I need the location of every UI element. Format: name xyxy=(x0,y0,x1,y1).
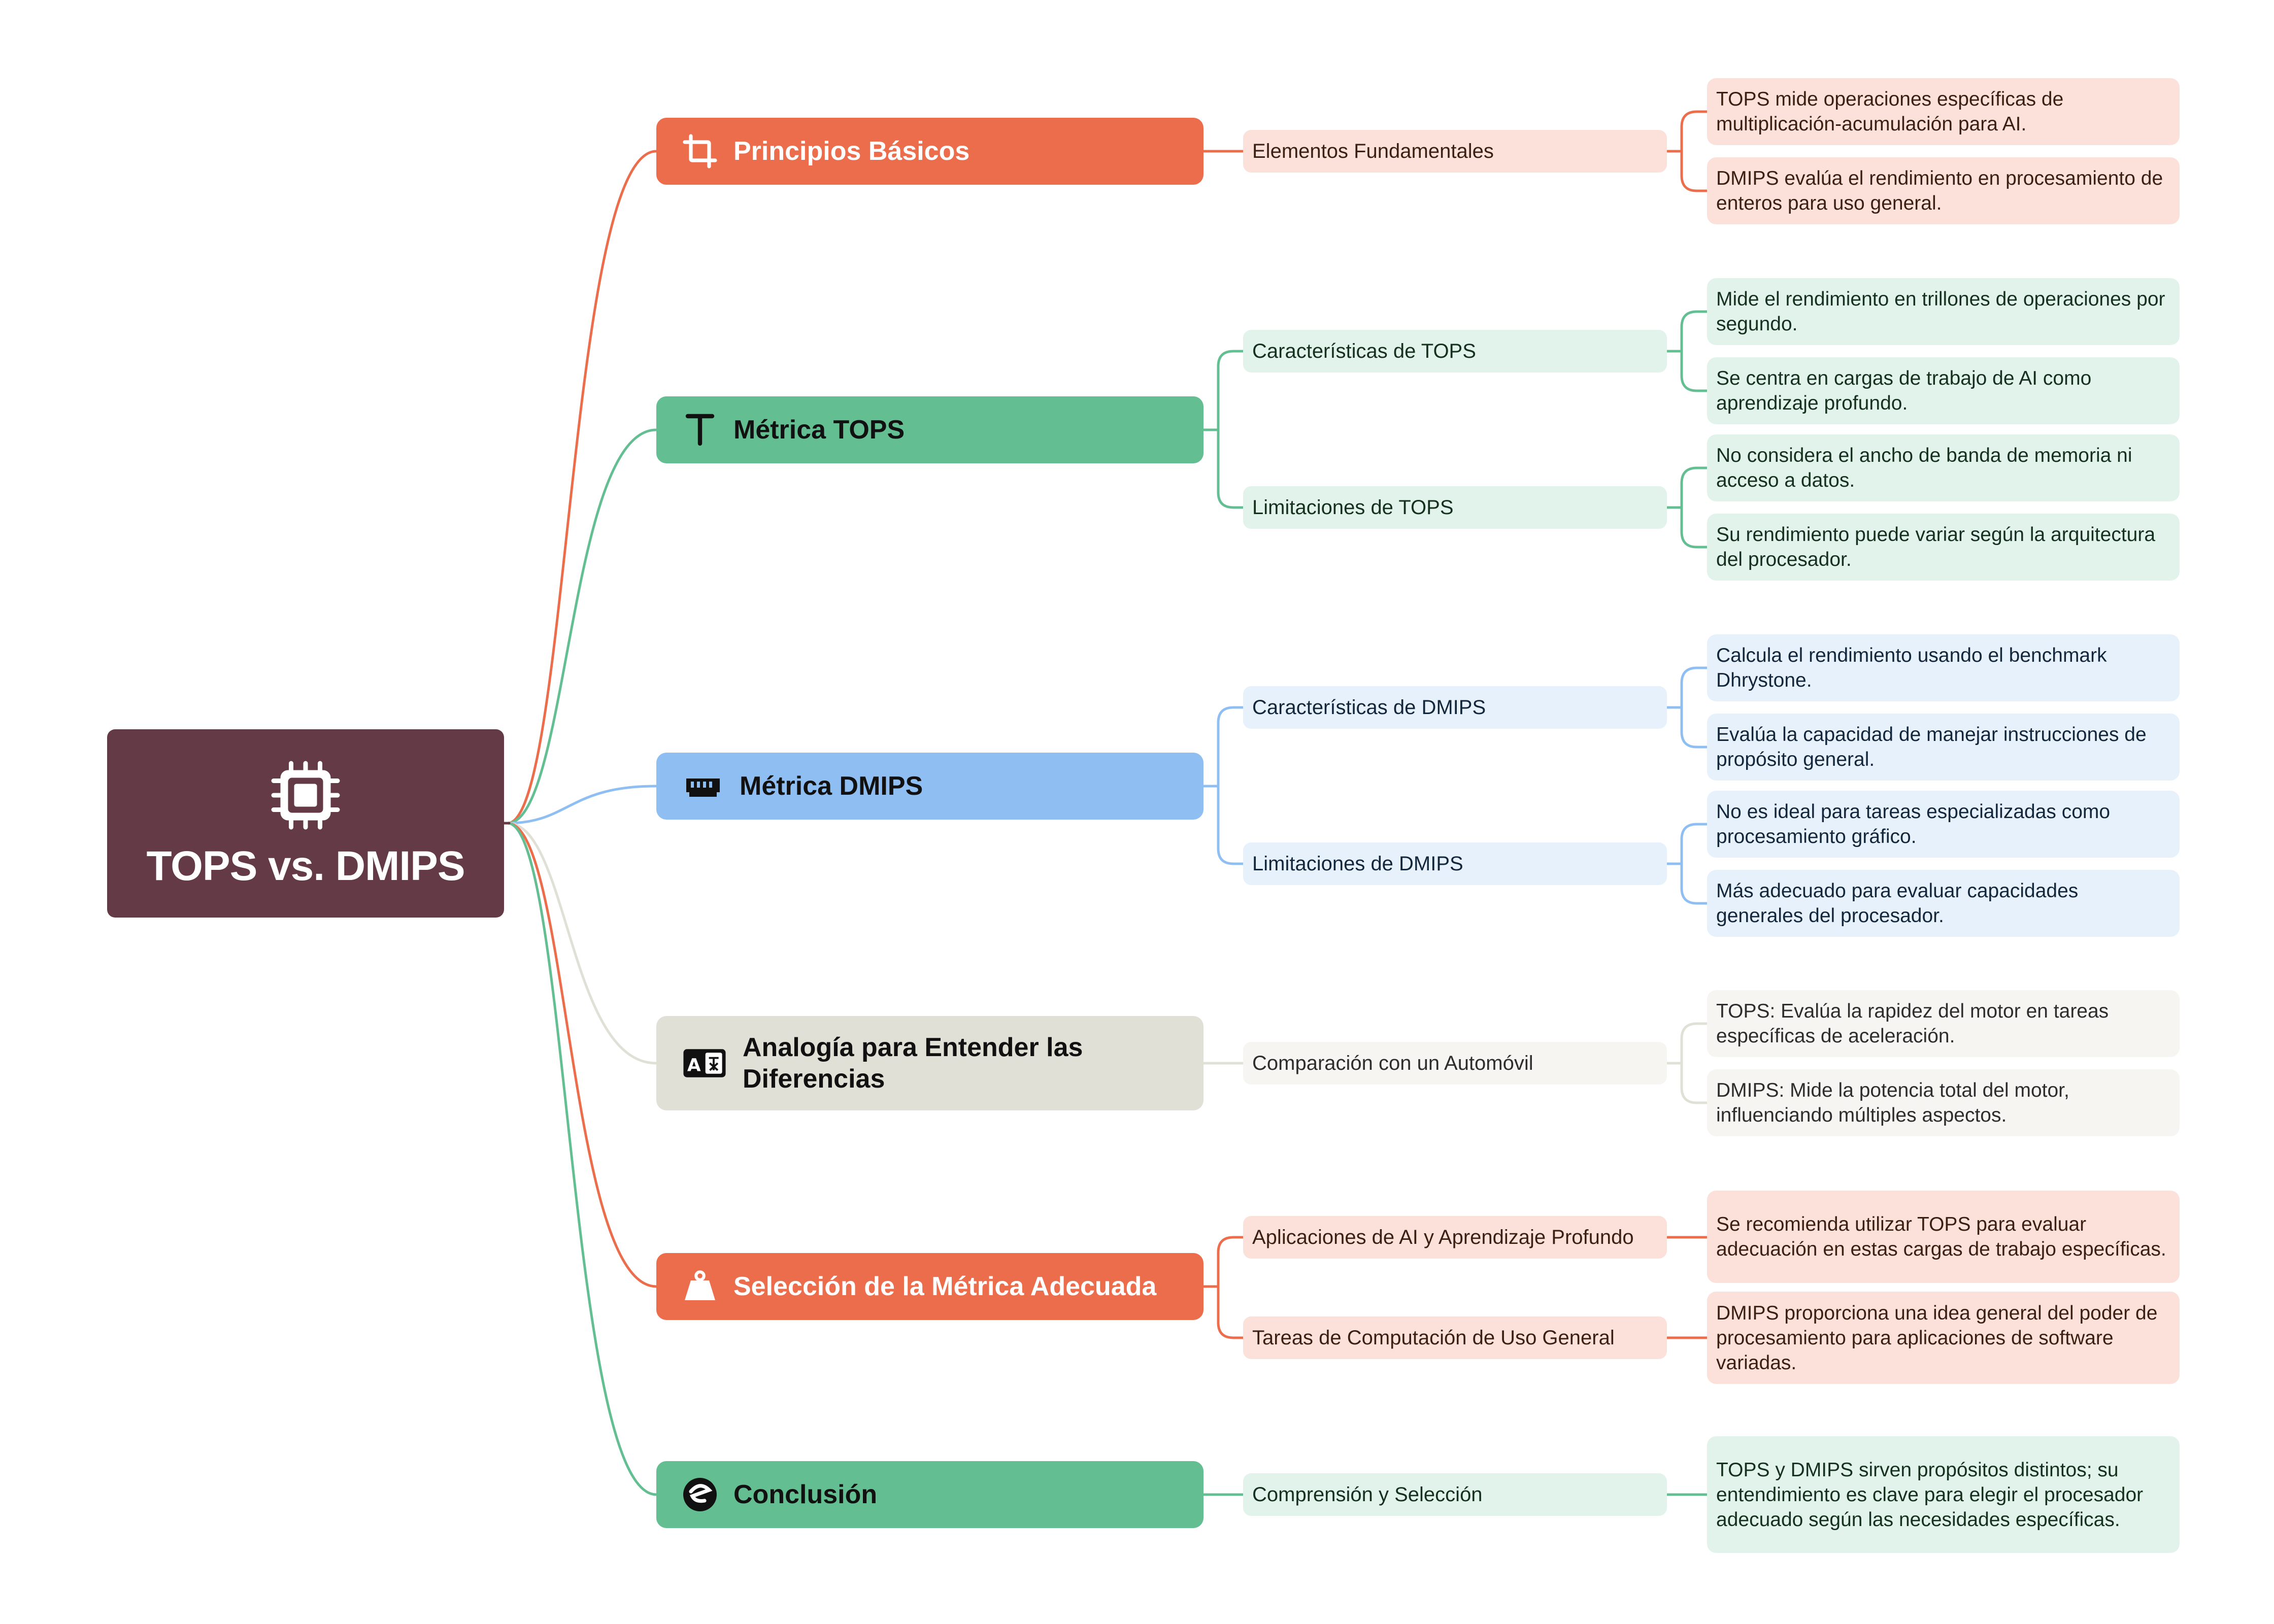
conclusion-icon xyxy=(683,1478,717,1511)
leaf-item[interactable]: Calcula el rendimiento usando el benchma… xyxy=(1707,634,2180,701)
root-node[interactable]: TOPS vs. DMIPS xyxy=(107,729,504,918)
connector-root-dmips xyxy=(506,785,658,825)
connector-root-analogia xyxy=(506,822,658,1065)
connector-root-seleccion xyxy=(506,822,658,1288)
sub-comparacion-automovil[interactable]: Comparación con un Automóvil xyxy=(1243,1042,1667,1085)
sub-label: Comprensión y Selección xyxy=(1252,1483,1483,1506)
leaf-text: TOPS: Evalúa la rapidez del motor en tar… xyxy=(1716,1000,2109,1047)
leaf-text: Se centra en cargas de trabajo de AI com… xyxy=(1716,367,2092,414)
translate-icon: A xyxy=(683,1049,726,1077)
leaf-text: TOPS y DMIPS sirven propósitos distintos… xyxy=(1716,1459,2144,1531)
branch-label: Analogía para Entender las Diferencias xyxy=(743,1033,1083,1094)
leaf-text: Evalúa la capacidad de manejar instrucci… xyxy=(1716,724,2147,770)
root-title: TOPS vs. DMIPS xyxy=(146,842,465,889)
sub-label: Limitaciones de TOPS xyxy=(1252,496,1454,519)
memory-module-icon xyxy=(686,779,720,797)
sub-label: Limitaciones de DMIPS xyxy=(1252,852,1463,875)
branch-label: Métrica TOPS xyxy=(733,415,905,445)
branch-analogia[interactable]: A Analogía para Entender las Diferencias xyxy=(656,1016,1203,1110)
leaf-text: DMIPS: Mide la potencia total del motor,… xyxy=(1716,1079,2069,1126)
sub-comprension-seleccion[interactable]: Comprensión y Selección xyxy=(1243,1473,1667,1516)
sub-label: Aplicaciones de AI y Aprendizaje Profund… xyxy=(1252,1226,1634,1248)
leaf-item[interactable]: Su rendimiento puede variar según la arq… xyxy=(1707,514,2180,581)
leaf-text: No es ideal para tareas especializadas c… xyxy=(1716,801,2111,848)
connector-dmips-sub1 xyxy=(1202,706,1245,788)
connector-tops-sub2 xyxy=(1217,428,1245,509)
sub-label: Elementos Fundamentales xyxy=(1252,140,1494,162)
connector-root-conclusion xyxy=(506,822,658,1496)
connector-dmips-sub2 xyxy=(1217,785,1245,865)
branch-metrica-tops[interactable]: Métrica TOPS xyxy=(656,396,1203,463)
svg-text:A: A xyxy=(687,1056,701,1076)
branch-label: Principios Básicos xyxy=(733,137,970,166)
leaf-text: Su rendimiento puede variar según la arq… xyxy=(1716,524,2156,570)
branch-seleccion-metrica[interactable]: Selección de la Métrica Adecuada xyxy=(656,1253,1203,1320)
leaf-item[interactable]: DMIPS evalúa el rendimiento en procesami… xyxy=(1707,157,2180,224)
weight-icon xyxy=(685,1270,715,1300)
connector-seleccion-sub2 xyxy=(1217,1285,1245,1339)
leaf-text: DMIPS evalúa el rendimiento en procesami… xyxy=(1716,167,2163,214)
leaf-item[interactable]: Evalúa la capacidad de manejar instrucci… xyxy=(1707,714,2180,781)
branch-label: Métrica DMIPS xyxy=(740,771,923,801)
connector-seleccion-sub1 xyxy=(1202,1236,1245,1288)
branch-principios-basicos[interactable]: Principios Básicos xyxy=(656,118,1203,185)
leaf-item[interactable]: Se recomienda utilizar TOPS para evaluar… xyxy=(1707,1191,2180,1283)
branch-label: Conclusión xyxy=(733,1480,878,1509)
sub-label: Características de TOPS xyxy=(1252,340,1476,362)
leaf-item[interactable]: TOPS y DMIPS sirven propósitos distintos… xyxy=(1707,1436,2180,1553)
sub-elementos-fundamentales[interactable]: Elementos Fundamentales xyxy=(1243,130,1667,173)
leaf-text: Más adecuado para evaluar capacidades ge… xyxy=(1716,880,2079,927)
sub-aplicaciones-ai[interactable]: Aplicaciones de AI y Aprendizaje Profund… xyxy=(1243,1216,1667,1259)
leaf-item[interactable]: Mide el rendimiento en trillones de oper… xyxy=(1707,278,2180,345)
connector-root-tops xyxy=(506,428,658,825)
leaf-text: No considera el ancho de banda de memori… xyxy=(1716,445,2132,491)
sub-label: Características de DMIPS xyxy=(1252,696,1486,719)
connector-root-principios xyxy=(506,150,658,825)
leaf-item[interactable]: No considera el ancho de banda de memori… xyxy=(1707,434,2180,501)
cpu-chip-icon xyxy=(271,761,340,829)
branch-metrica-dmips[interactable]: Métrica DMIPS xyxy=(656,753,1203,820)
branch-conclusion[interactable]: Conclusión xyxy=(656,1461,1203,1528)
leaf-item[interactable]: Más adecuado para evaluar capacidades ge… xyxy=(1707,870,2180,937)
leaf-text: Mide el rendimiento en trillones de oper… xyxy=(1716,288,2165,335)
leaf-item[interactable]: Se centra en cargas de trabajo de AI com… xyxy=(1707,357,2180,424)
leaf-item[interactable]: DMIPS proporciona una idea general del p… xyxy=(1707,1292,2180,1384)
sub-tareas-uso-general[interactable]: Tareas de Computación de Uso General xyxy=(1243,1316,1667,1359)
sub-limitaciones-tops[interactable]: Limitaciones de TOPS xyxy=(1243,486,1667,529)
sub-label: Tareas de Computación de Uso General xyxy=(1252,1326,1615,1349)
leaf-text: DMIPS proporciona una idea general del p… xyxy=(1716,1302,2158,1374)
sub-caracteristicas-dmips[interactable]: Características de DMIPS xyxy=(1243,686,1667,729)
connector-tops-sub1 xyxy=(1202,350,1245,431)
branch-label: Selección de la Métrica Adecuada xyxy=(733,1272,1157,1301)
crop-icon xyxy=(683,134,717,168)
leaf-text: TOPS mide operaciones específicas de mul… xyxy=(1716,88,2064,135)
sub-limitaciones-dmips[interactable]: Limitaciones de DMIPS xyxy=(1243,842,1667,885)
leaf-item[interactable]: DMIPS: Mide la potencia total del motor,… xyxy=(1707,1069,2180,1136)
leaf-item[interactable]: No es ideal para tareas especializadas c… xyxy=(1707,791,2180,858)
leaf-text: Calcula el rendimiento usando el benchma… xyxy=(1716,645,2107,691)
leaf-text: Se recomienda utilizar TOPS para evaluar… xyxy=(1716,1213,2166,1260)
leaf-item[interactable]: TOPS mide operaciones específicas de mul… xyxy=(1707,78,2180,145)
letter-t-icon xyxy=(685,414,715,446)
sub-caracteristicas-tops[interactable]: Características de TOPS xyxy=(1243,330,1667,373)
sub-label: Comparación con un Automóvil xyxy=(1252,1052,1533,1074)
leaf-item[interactable]: TOPS: Evalúa la rapidez del motor en tar… xyxy=(1707,990,2180,1057)
